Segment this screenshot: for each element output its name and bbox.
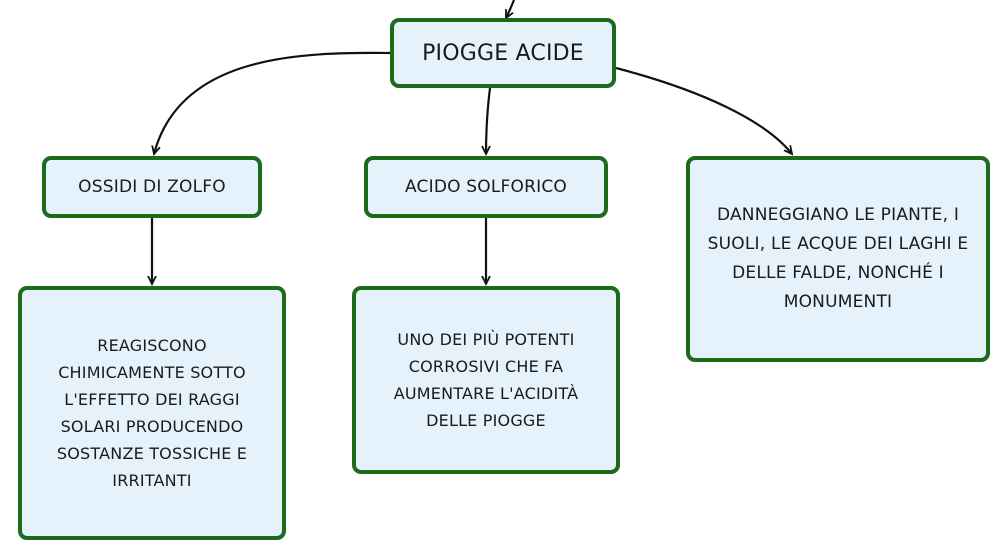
node-ossidi-di-zolfo[interactable]: OSSIDI DI ZOLFO — [42, 156, 262, 218]
node-ossidi-di-zolfo-label: OSSIDI DI ZOLFO — [78, 177, 226, 197]
node-danneggiano[interactable]: DANNEGGIANO LE PIANTE, I SUOLI, LE ACQUE… — [686, 156, 990, 362]
node-danneggiano-label: DANNEGGIANO LE PIANTE, I SUOLI, LE ACQUE… — [707, 205, 969, 312]
node-reagiscono[interactable]: REAGISCONO CHIMICAMENTE SOTTO L'EFFETTO … — [18, 286, 286, 540]
connector-root-danni — [615, 66, 792, 154]
node-uno-dei-piu-potenti-label: UNO DEI PIÙ POTENTI CORROSIVI CHE FA AUM… — [393, 330, 579, 430]
connector-root-acido — [486, 87, 492, 154]
node-uno-dei-piu-potenti[interactable]: UNO DEI PIÙ POTENTI CORROSIVI CHE FA AUM… — [352, 286, 620, 474]
connector-incoming-root — [505, 0, 516, 18]
node-piogge-acide-label: PIOGGE ACIDE — [422, 40, 584, 66]
connector-root-ossidi — [154, 51, 391, 154]
node-acido-solforico-label: ACIDO SOLFORICO — [405, 177, 567, 197]
node-reagiscono-label: REAGISCONO CHIMICAMENTE SOTTO L'EFFETTO … — [56, 336, 248, 490]
node-acido-solforico[interactable]: ACIDO SOLFORICO — [364, 156, 608, 218]
node-piogge-acide[interactable]: PIOGGE ACIDE — [390, 18, 616, 88]
